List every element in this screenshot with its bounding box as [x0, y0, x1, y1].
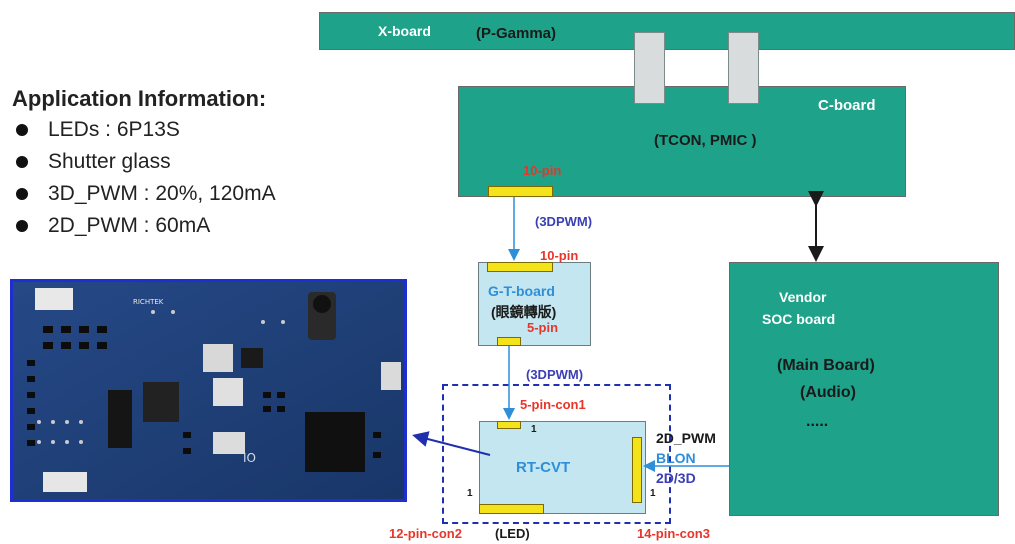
gt-board-pin-bottom: 5-pin	[527, 320, 559, 335]
pcb-silk-id: IO	[243, 451, 256, 465]
x-board-label: X-board	[378, 23, 431, 39]
pcb-photo: IO RICHTEK	[10, 279, 407, 502]
vendor-soc-board	[729, 262, 999, 516]
rt-cvt-5pin-connector	[497, 421, 521, 429]
rt-cvt-pin1-right: 1	[650, 488, 656, 499]
gt-board-sublabel: (眼鏡轉版)	[491, 304, 557, 320]
gt-board-5pin-connector	[497, 337, 521, 346]
c-board-10pin-connector	[488, 186, 553, 197]
list-item: LEDs : 6P13S	[12, 114, 276, 146]
c-board-sublabel: (TCON, PMIC )	[654, 132, 757, 149]
rt-cvt-12pin-connector	[479, 504, 544, 514]
application-info-title: Application Information:	[12, 86, 267, 111]
list-item: Shutter glass	[12, 146, 276, 178]
list-item: 2D_PWM : 60mA	[12, 210, 276, 242]
gt-board-pin-top: 10-pin	[540, 248, 579, 263]
flex-connector-1	[634, 32, 665, 104]
rt-cvt-con3-label: 14-pin-con3	[637, 526, 710, 541]
rt-cvt-led-label: (LED)	[495, 526, 530, 541]
rt-cvt-con2-label: 12-pin-con2	[389, 526, 462, 541]
arrow-rtcvt-to-photo	[412, 431, 491, 456]
flex-connector-2	[728, 32, 759, 104]
vendor-line4: (Audio)	[800, 384, 856, 401]
signal-2d3d: 2D/3D	[656, 470, 696, 486]
gt-board	[478, 262, 591, 346]
c-board-label: C-board	[818, 97, 876, 114]
vendor-line2: SOC board	[762, 311, 836, 327]
rt-cvt-pin1-left: 1	[467, 488, 473, 499]
signal-3dpwm-upper: (3DPWM)	[535, 214, 593, 229]
c-board-pin-label: 10-pin	[523, 163, 562, 178]
list-item: 3D_PWM : 20%, 120mA	[12, 178, 276, 210]
c-board	[458, 86, 906, 197]
gt-board-10pin-connector	[487, 262, 553, 272]
signal-3dpwm-lower: (3DPWM)	[526, 367, 584, 382]
application-info-list: LEDs : 6P13S Shutter glass 3D_PWM : 20%,…	[12, 114, 276, 242]
x-board-sublabel: (P-Gamma)	[476, 25, 557, 42]
rt-cvt-con1-label: 5-pin-con1	[520, 397, 586, 412]
signal-blon: BLON	[656, 450, 696, 466]
vendor-line5: .....	[806, 413, 829, 430]
rt-cvt-label: RT-CVT	[516, 459, 571, 476]
gt-board-label: G-T-board	[488, 283, 555, 299]
vendor-line1: Vendor	[779, 289, 827, 305]
rt-cvt-14pin-connector	[632, 437, 642, 503]
rt-cvt-dashed-region	[442, 384, 671, 524]
application-info: Application Information: LEDs : 6P13S Sh…	[12, 86, 276, 242]
vendor-line3: (Main Board)	[777, 357, 875, 374]
signal-2d-pwm: 2D_PWM	[656, 430, 716, 446]
rt-cvt-pin1-top: 1	[531, 424, 537, 435]
pcb-photo-image: IO RICHTEK	[13, 282, 404, 499]
pcb-silk-top: RICHTEK	[133, 298, 164, 306]
x-board	[319, 12, 1015, 50]
